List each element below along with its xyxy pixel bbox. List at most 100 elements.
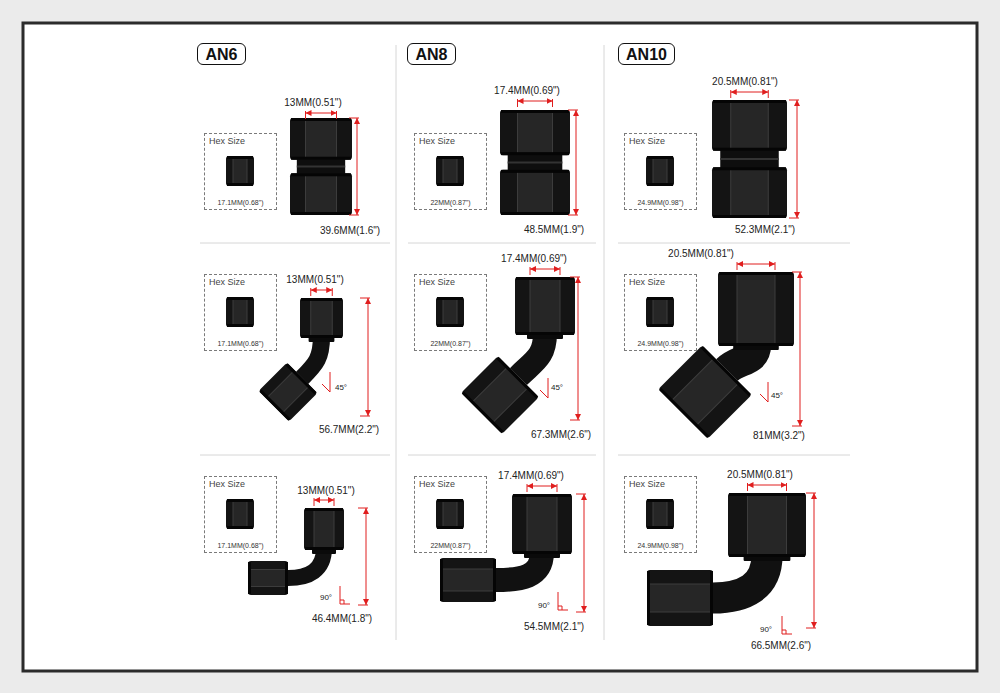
angle-label: 90° — [760, 625, 772, 634]
height-dimension — [368, 298, 369, 416]
dimension-label: 48.5MM(1.9") — [524, 224, 584, 236]
hex-nut — [646, 297, 674, 327]
hex-nut — [461, 356, 539, 434]
hex-size-value: 24.9MM(0.98") — [625, 542, 696, 549]
size-heading: AN8 — [415, 45, 447, 64]
height-dimension — [584, 494, 585, 612]
angle-mark — [540, 378, 548, 398]
angle-label: 90° — [320, 593, 332, 602]
extension-line — [768, 90, 769, 98]
height-dimension — [366, 508, 367, 605]
angle-mark — [782, 616, 792, 634]
size-heading-box: AN10 — [618, 43, 675, 65]
hex-size-box: Hex Size22MM(0.87") — [414, 274, 487, 351]
dimension-label: 67.3MM(2.6") — [531, 429, 591, 441]
hex-size-title: Hex Size — [419, 479, 455, 489]
dimension-label: 17.4MM(0.69") — [501, 253, 567, 265]
dimension-label: 81MM(3.2") — [753, 430, 805, 442]
dimension-label: 13MM(0.51") — [284, 97, 341, 109]
hex-nut — [500, 170, 570, 215]
extension-line — [517, 99, 518, 107]
extension-line — [747, 483, 748, 491]
extension-line — [775, 262, 776, 270]
hex-size-value: 22MM(0.87") — [415, 542, 486, 549]
hex-size-title: Hex Size — [629, 277, 665, 287]
dimension-lines — [306, 90, 817, 634]
width-dimension — [527, 486, 557, 487]
height-dimension — [814, 493, 815, 628]
extension-line — [557, 484, 558, 492]
hex-size-value: 22MM(0.87") — [415, 199, 486, 206]
extension-line — [560, 267, 561, 275]
width-dimension — [737, 264, 775, 265]
extension-line — [530, 267, 531, 275]
hex-size-value: 17.1MM(0.68") — [205, 340, 276, 347]
panel — [23, 23, 977, 671]
fitting — [461, 277, 575, 434]
width-dimension — [530, 269, 560, 270]
dimension-label: 13MM(0.51") — [297, 485, 354, 497]
hex-size-box: Hex Size17.1MM(0.68") — [204, 133, 277, 210]
fitting — [712, 100, 787, 218]
width-dimension — [748, 485, 787, 486]
extension-line — [360, 416, 370, 417]
extension-line — [730, 90, 731, 98]
fitting — [658, 272, 794, 439]
extension-line — [358, 605, 368, 606]
fitting — [259, 298, 343, 421]
hex-size-title: Hex Size — [629, 479, 665, 489]
extension-line — [570, 277, 580, 278]
extension-line — [576, 494, 586, 495]
hex-nut — [512, 494, 572, 554]
dimension-label: 13MM(0.51") — [286, 274, 343, 286]
hex-size-box: Hex Size17.1MM(0.68") — [204, 476, 277, 553]
extension-line — [552, 99, 553, 107]
extension-line — [786, 483, 787, 491]
angle-mark — [760, 382, 768, 402]
height-dimension — [357, 118, 358, 215]
dimension-label: 52.3MM(2.1") — [735, 224, 795, 236]
height-dimension — [800, 272, 801, 426]
hex-size-value: 17.1MM(0.68") — [205, 199, 276, 206]
hex-nut — [728, 493, 806, 557]
hex-nut — [436, 156, 464, 186]
angle-label: 45° — [551, 383, 563, 392]
hex-size-title: Hex Size — [209, 277, 245, 287]
width-dimension — [314, 500, 334, 501]
hex-nut — [646, 499, 674, 529]
extension-line — [305, 111, 306, 119]
extension-line — [789, 218, 799, 219]
hex-size-box: Hex Size 24.9MM(0.98") — [624, 476, 697, 553]
width-dimension — [306, 113, 337, 114]
hex-icons — [226, 156, 674, 529]
extension-line — [737, 262, 738, 270]
extension-line — [792, 272, 802, 273]
hex-size-box: Hex Size24.9MM(0.98") — [624, 133, 697, 210]
hex-nut — [226, 499, 254, 529]
hex-nut — [248, 561, 288, 595]
extension-line — [360, 298, 370, 299]
height-dimension — [797, 100, 798, 218]
extension-line — [349, 215, 359, 216]
extension-line — [568, 110, 578, 111]
extension-line — [336, 111, 337, 119]
extension-line — [789, 100, 799, 101]
angle-label: 90° — [538, 601, 550, 610]
dimension-label: 54.5MM(2.1") — [524, 621, 584, 633]
hex-size-title: Hex Size — [629, 136, 665, 146]
hex-nut — [500, 110, 570, 155]
extension-line — [332, 288, 333, 296]
angle-mark — [558, 606, 562, 610]
hex-size-box: Hex Size 17.1MM(0.68") — [204, 274, 277, 351]
dimension-label: 20.5MM(0.81") — [712, 76, 778, 88]
angle-mark — [558, 592, 568, 610]
extension-line — [349, 118, 359, 119]
fitting — [248, 508, 344, 595]
angle-mark — [340, 600, 344, 604]
hex-nut — [436, 297, 464, 327]
dimension-label: 17.4MM(0.69") — [494, 85, 560, 97]
hex-size-title: Hex Size — [419, 136, 455, 146]
dimension-label: 17.4MM(0.69") — [498, 470, 564, 482]
